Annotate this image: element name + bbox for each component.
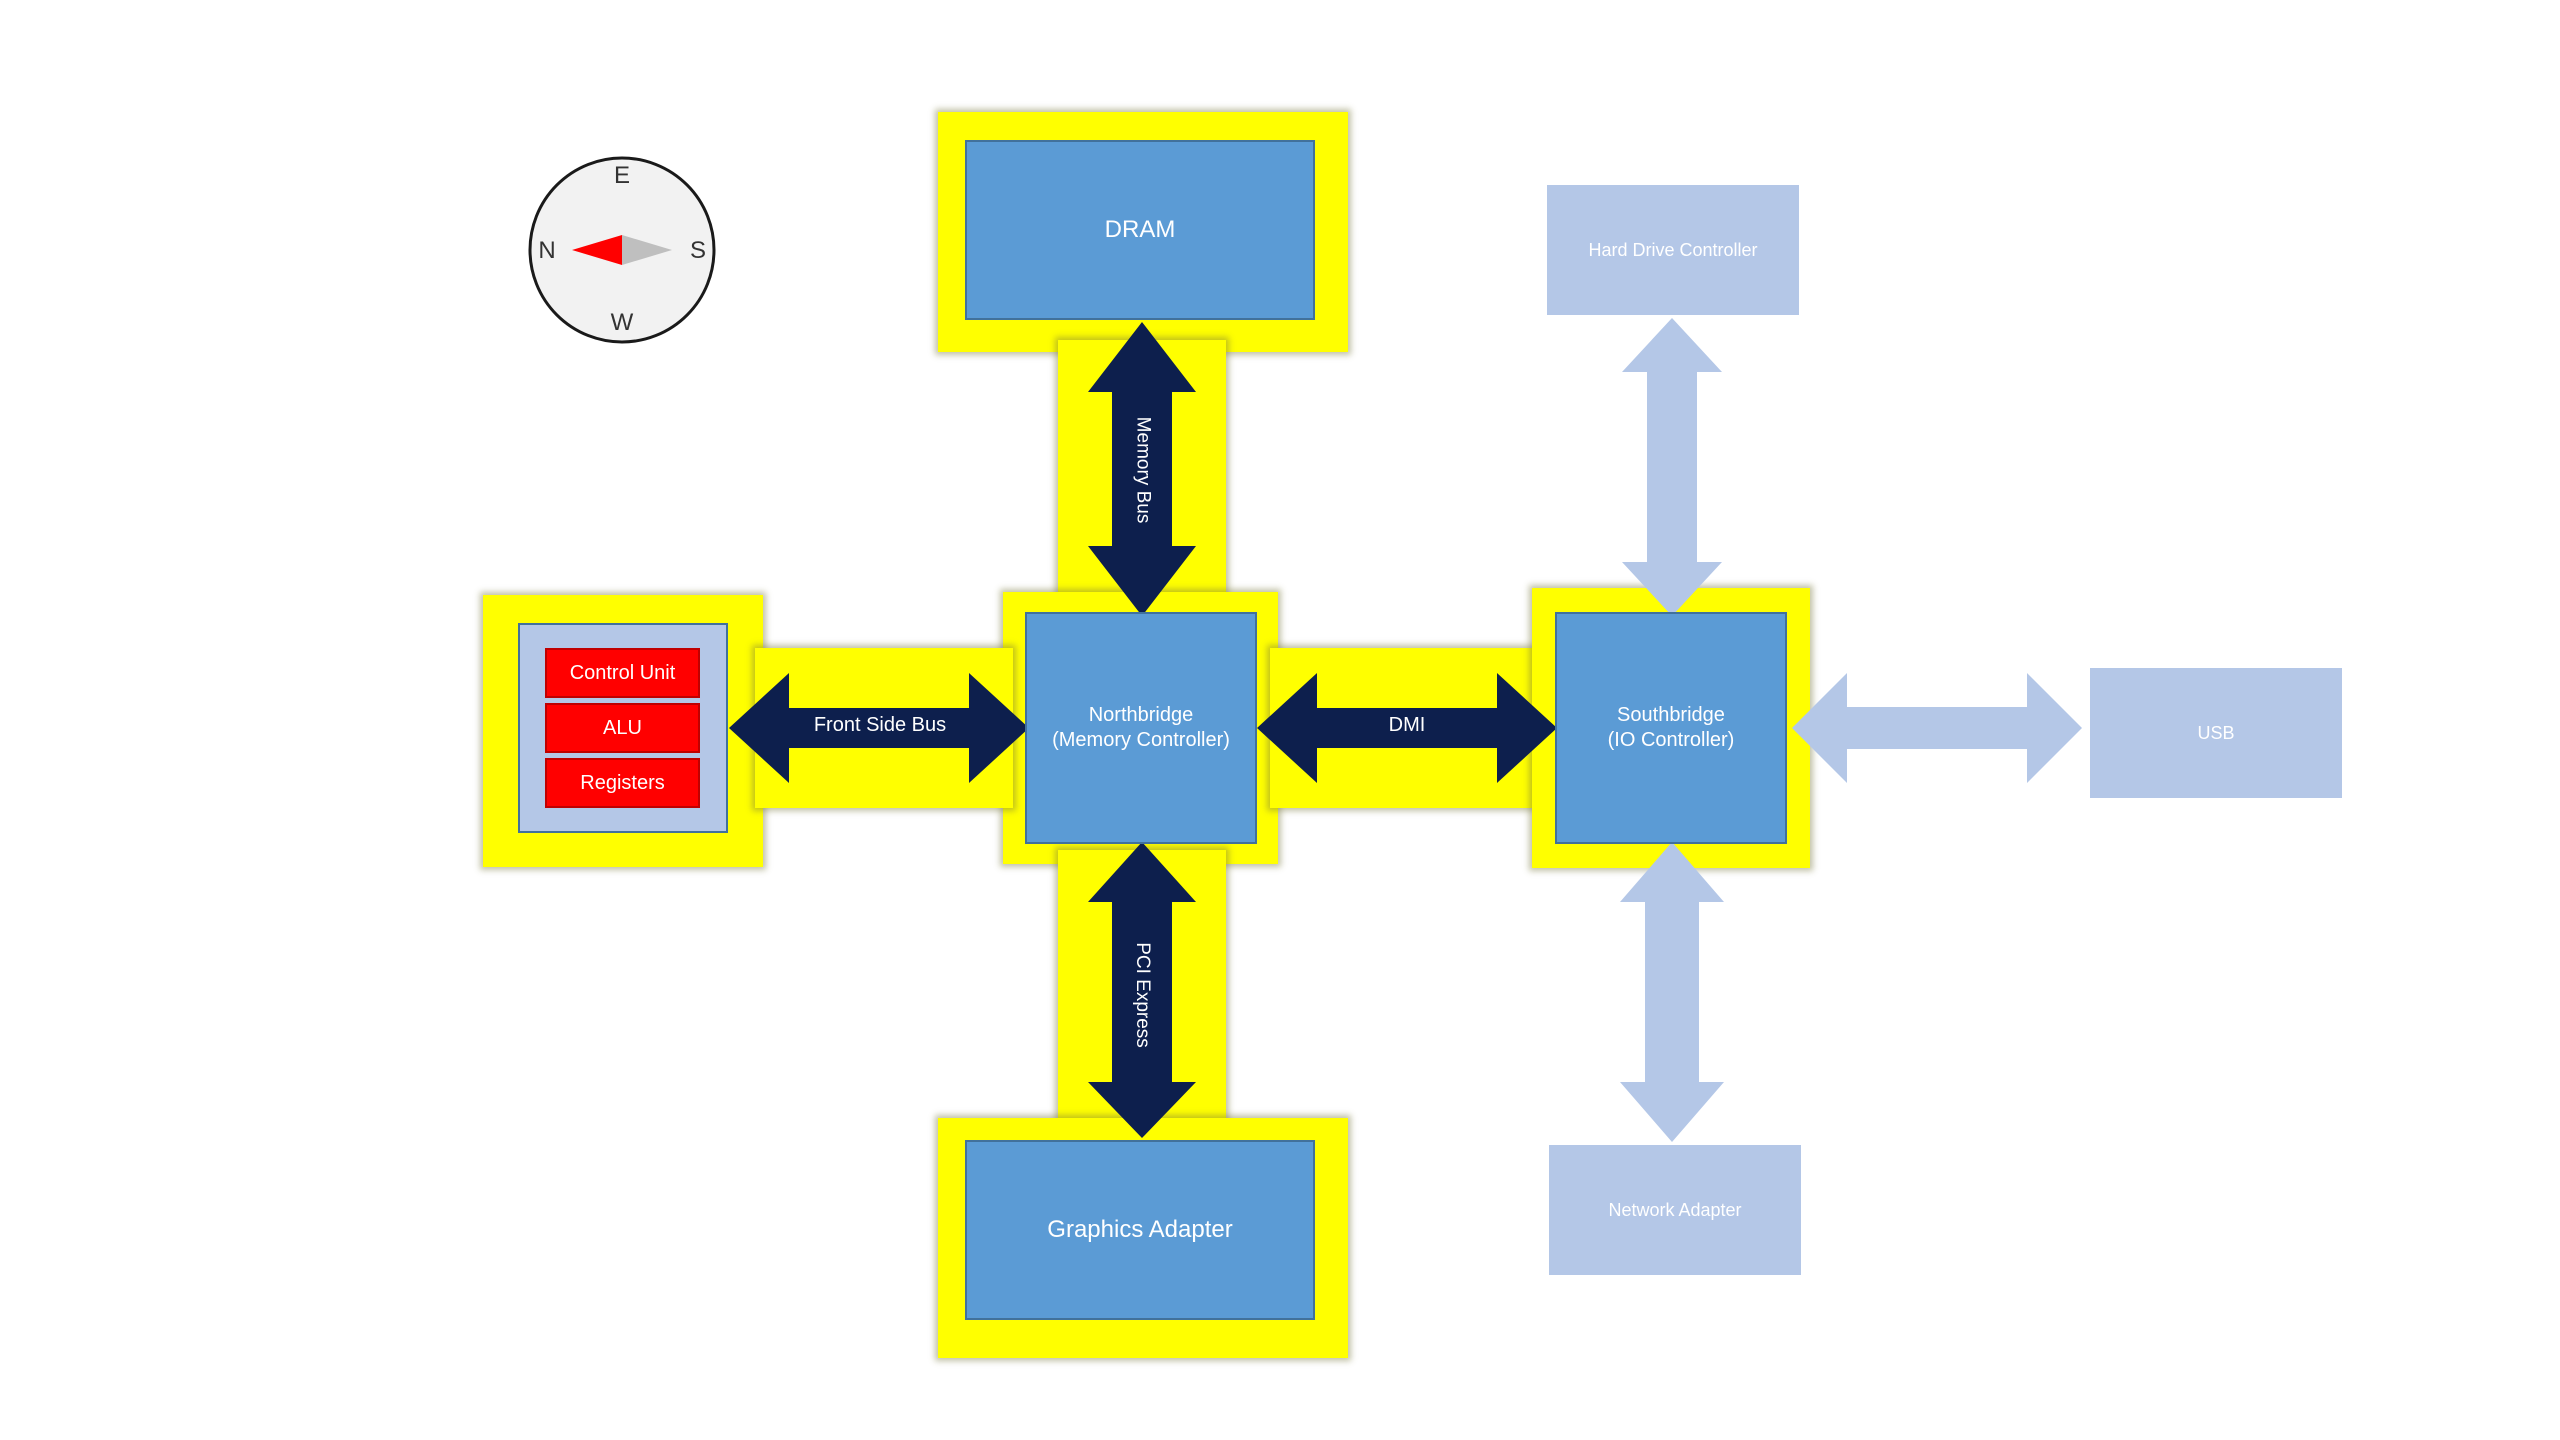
- compass-north-label: N: [538, 237, 555, 264]
- front-side-bus-label: Front Side Bus: [813, 714, 947, 736]
- registers-label: Registers: [580, 771, 665, 794]
- alu-box[interactable]: ALU: [545, 703, 700, 753]
- control-unit-label: Control Unit: [569, 661, 676, 684]
- compass-south-label: S: [690, 237, 706, 264]
- compass-needle-north: [572, 235, 622, 265]
- network-adapter-label: Network Adapter: [1608, 1199, 1742, 1220]
- front-side-bus-arrow: [729, 673, 1029, 783]
- compass-east-label: E: [614, 162, 630, 189]
- northbridge-box[interactable]: Northbridge (Memory Controller): [1025, 612, 1257, 844]
- network-adapter-box[interactable]: Network Adapter: [1549, 1145, 1801, 1275]
- dmi-label: DMI: [1388, 714, 1426, 736]
- dram-label: DRAM: [1104, 216, 1176, 243]
- dmi-arrow: [1257, 673, 1557, 783]
- pci-express-label: PCI Express: [1132, 942, 1153, 1048]
- usb-arrow: [1792, 673, 2082, 783]
- network-arrow: [1620, 842, 1724, 1142]
- alu-label: ALU: [603, 716, 642, 739]
- graphics-adapter-box[interactable]: Graphics Adapter: [965, 1140, 1315, 1320]
- registers-box[interactable]: Registers: [545, 758, 700, 808]
- hard-drive-arrow: [1622, 318, 1722, 616]
- hard-drive-controller-label: Hard Drive Controller: [1588, 239, 1758, 260]
- memory-bus-arrow: [1088, 322, 1196, 616]
- compass: E W N S: [528, 156, 716, 344]
- dram-box[interactable]: DRAM: [965, 140, 1315, 320]
- northbridge-label: Northbridge (Memory Controller): [1052, 704, 1230, 751]
- compass-west-label: W: [611, 309, 634, 336]
- compass-needle-south: [622, 235, 672, 265]
- hard-drive-controller-box[interactable]: Hard Drive Controller: [1547, 185, 1799, 315]
- usb-label: USB: [2197, 722, 2235, 743]
- pci-express-arrow: [1088, 842, 1196, 1138]
- control-unit-box[interactable]: Control Unit: [545, 648, 700, 698]
- usb-box[interactable]: USB: [2090, 668, 2342, 798]
- memory-bus-label: Memory Bus: [1131, 416, 1153, 524]
- southbridge-label: Southbridge (IO Controller): [1607, 704, 1735, 751]
- southbridge-box[interactable]: Southbridge (IO Controller): [1555, 612, 1787, 844]
- graphics-adapter-label: Graphics Adapter: [1047, 1216, 1233, 1243]
